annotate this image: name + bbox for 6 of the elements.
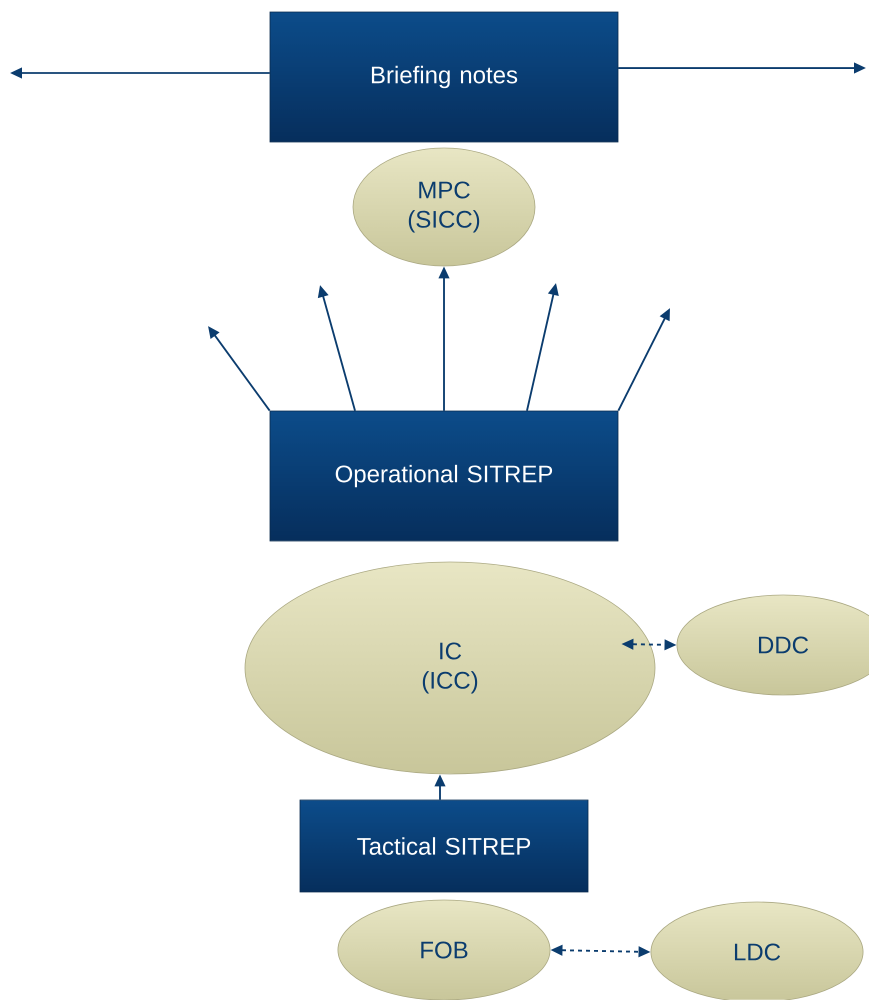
report-box: Operational SITREP [270,410,618,542]
ellipse-node: IC (ICC) [244,562,656,774]
ellipse-node: FOB [338,900,550,1000]
report-box: Tactical SITREP [300,800,588,892]
report-box: Briefing notes [270,12,618,142]
ellipse-node: MPC (SICC) [352,148,536,266]
